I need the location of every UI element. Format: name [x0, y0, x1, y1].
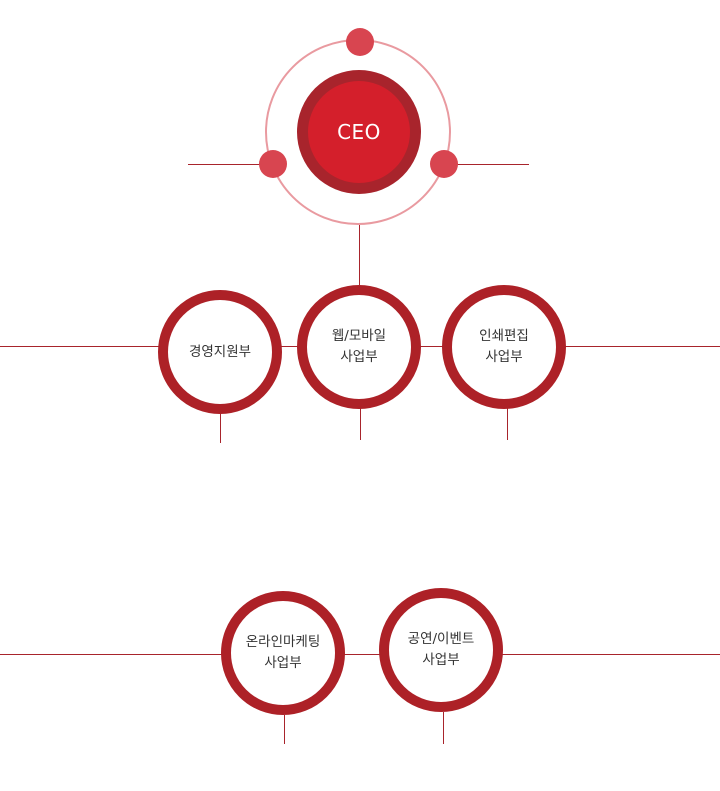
ceo-left-connector — [188, 164, 268, 165]
dept-label-line: 사업부 — [422, 652, 460, 668]
dept-label-line: 경영지원부 — [188, 343, 252, 360]
dept-5-down-connector — [443, 712, 444, 744]
dept-label-line: 공연/이벤트 — [407, 631, 475, 647]
dept-print-editing: 인쇄편집 사업부 — [442, 285, 566, 409]
orbit-dot-right — [430, 150, 458, 178]
dept-label-line: 사업부 — [340, 349, 378, 365]
ceo-right-connector — [448, 164, 529, 165]
dept-online-marketing: 온라인마케팅 사업부 — [221, 591, 345, 715]
dept-label-line: 인쇄편집 — [479, 328, 529, 344]
dept-label-line: 웹/모바일 — [331, 328, 387, 344]
ceo-down-connector — [359, 225, 360, 285]
dept-label-line: 사업부 — [485, 349, 523, 365]
ceo-node: CEO — [297, 70, 421, 194]
dept-performance-event: 공연/이벤트 사업부 — [379, 588, 503, 712]
dept-web-mobile: 웹/모바일 사업부 — [297, 285, 421, 409]
orbit-dot-top — [346, 28, 374, 56]
row2-connector — [0, 654, 720, 655]
dept-3-down-connector — [507, 408, 508, 440]
orbit-dot-left — [259, 150, 287, 178]
dept-2-down-connector — [360, 408, 361, 440]
dept-1-down-connector — [220, 412, 221, 443]
dept-management-support: 경영지원부 — [158, 290, 282, 414]
dept-label-line: 온라인마케팅 — [245, 634, 321, 650]
ceo-label: CEO — [308, 81, 410, 183]
dept-4-down-connector — [284, 715, 285, 744]
dept-label-line: 사업부 — [264, 655, 302, 671]
